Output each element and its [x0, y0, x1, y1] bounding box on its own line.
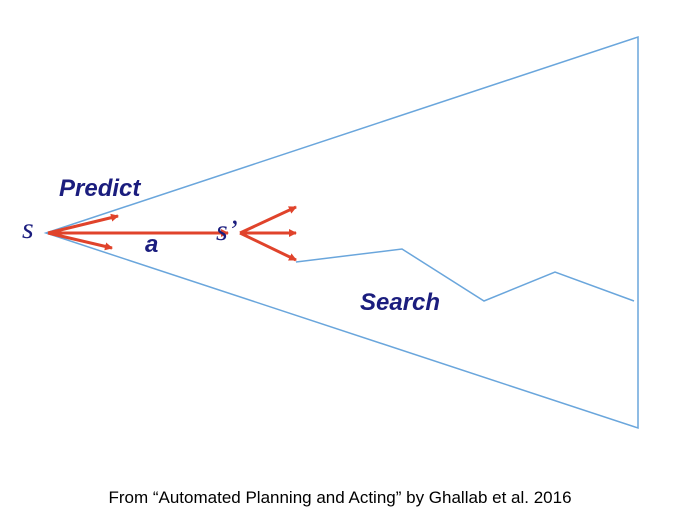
search-cone-outline [43, 35, 639, 430]
action-label: a [145, 231, 158, 258]
predict-arrow-up [47, 213, 119, 235]
next-state-arrow-up [239, 205, 297, 235]
search-label: Search [360, 289, 440, 316]
next-state-label: s’ [216, 214, 238, 247]
predict-arrow-down [47, 231, 113, 251]
next-state-arrow-down [239, 231, 297, 262]
source-caption: From “Automated Planning and Acting” by … [108, 488, 572, 507]
predict-label: Predict [59, 175, 141, 202]
search-trajectory-line [295, 248, 635, 302]
state-label: s [22, 212, 34, 245]
